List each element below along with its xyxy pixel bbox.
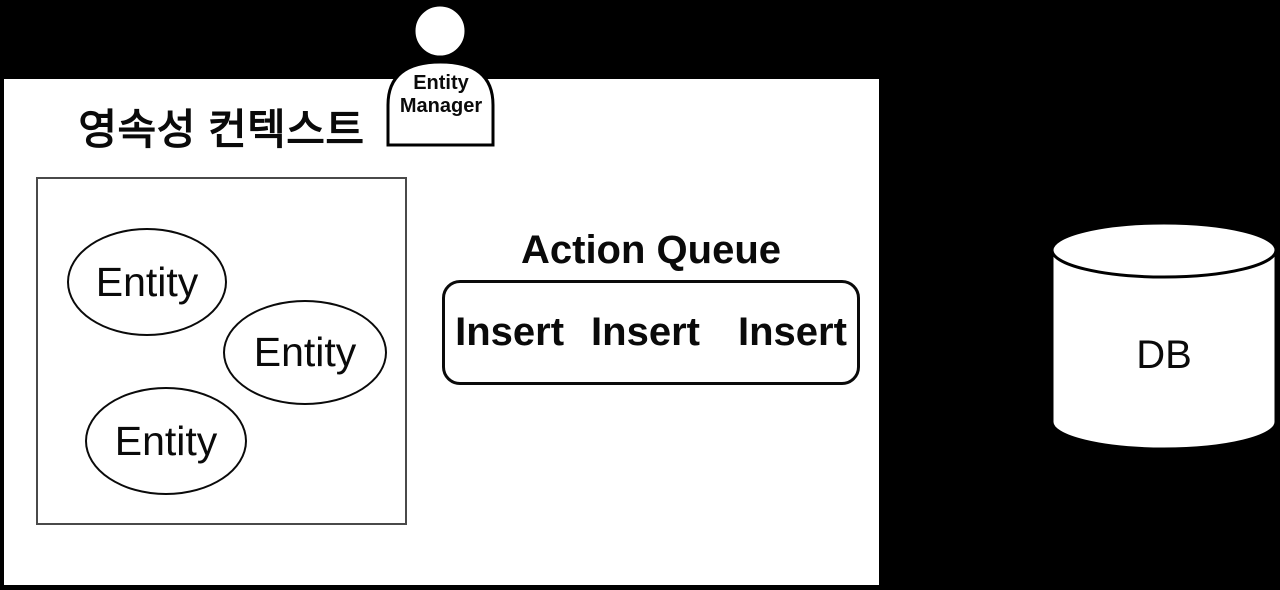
entity-ellipse: Entity: [85, 387, 247, 495]
persistence-context-title: 영속성 컨텍스트: [78, 106, 365, 153]
entity-label: Entity: [253, 329, 357, 375]
action-queue-box: Insert Insert Insert: [442, 280, 860, 385]
cylinder-top: [1050, 221, 1278, 279]
entity-ellipse: Entity: [67, 228, 227, 336]
entity-container-box: [36, 177, 407, 525]
database-label: DB: [1136, 333, 1192, 377]
queue-item: Insert: [455, 310, 565, 354]
entity-ellipse: Entity: [223, 300, 387, 405]
person-head: [412, 3, 468, 59]
person-icon: [386, 3, 495, 147]
queue-item: Insert: [591, 310, 700, 354]
person-body: [386, 60, 495, 147]
entity-label: Entity: [114, 417, 218, 464]
database-cylinder-icon: [1050, 221, 1278, 451]
action-queue-title: Action Queue: [520, 228, 782, 272]
queue-item: Insert: [737, 310, 847, 354]
cylinder-body: [1050, 250, 1278, 451]
entity-manager-label: Entity Manager: [399, 72, 483, 117]
entity-label: Entity: [95, 258, 199, 305]
